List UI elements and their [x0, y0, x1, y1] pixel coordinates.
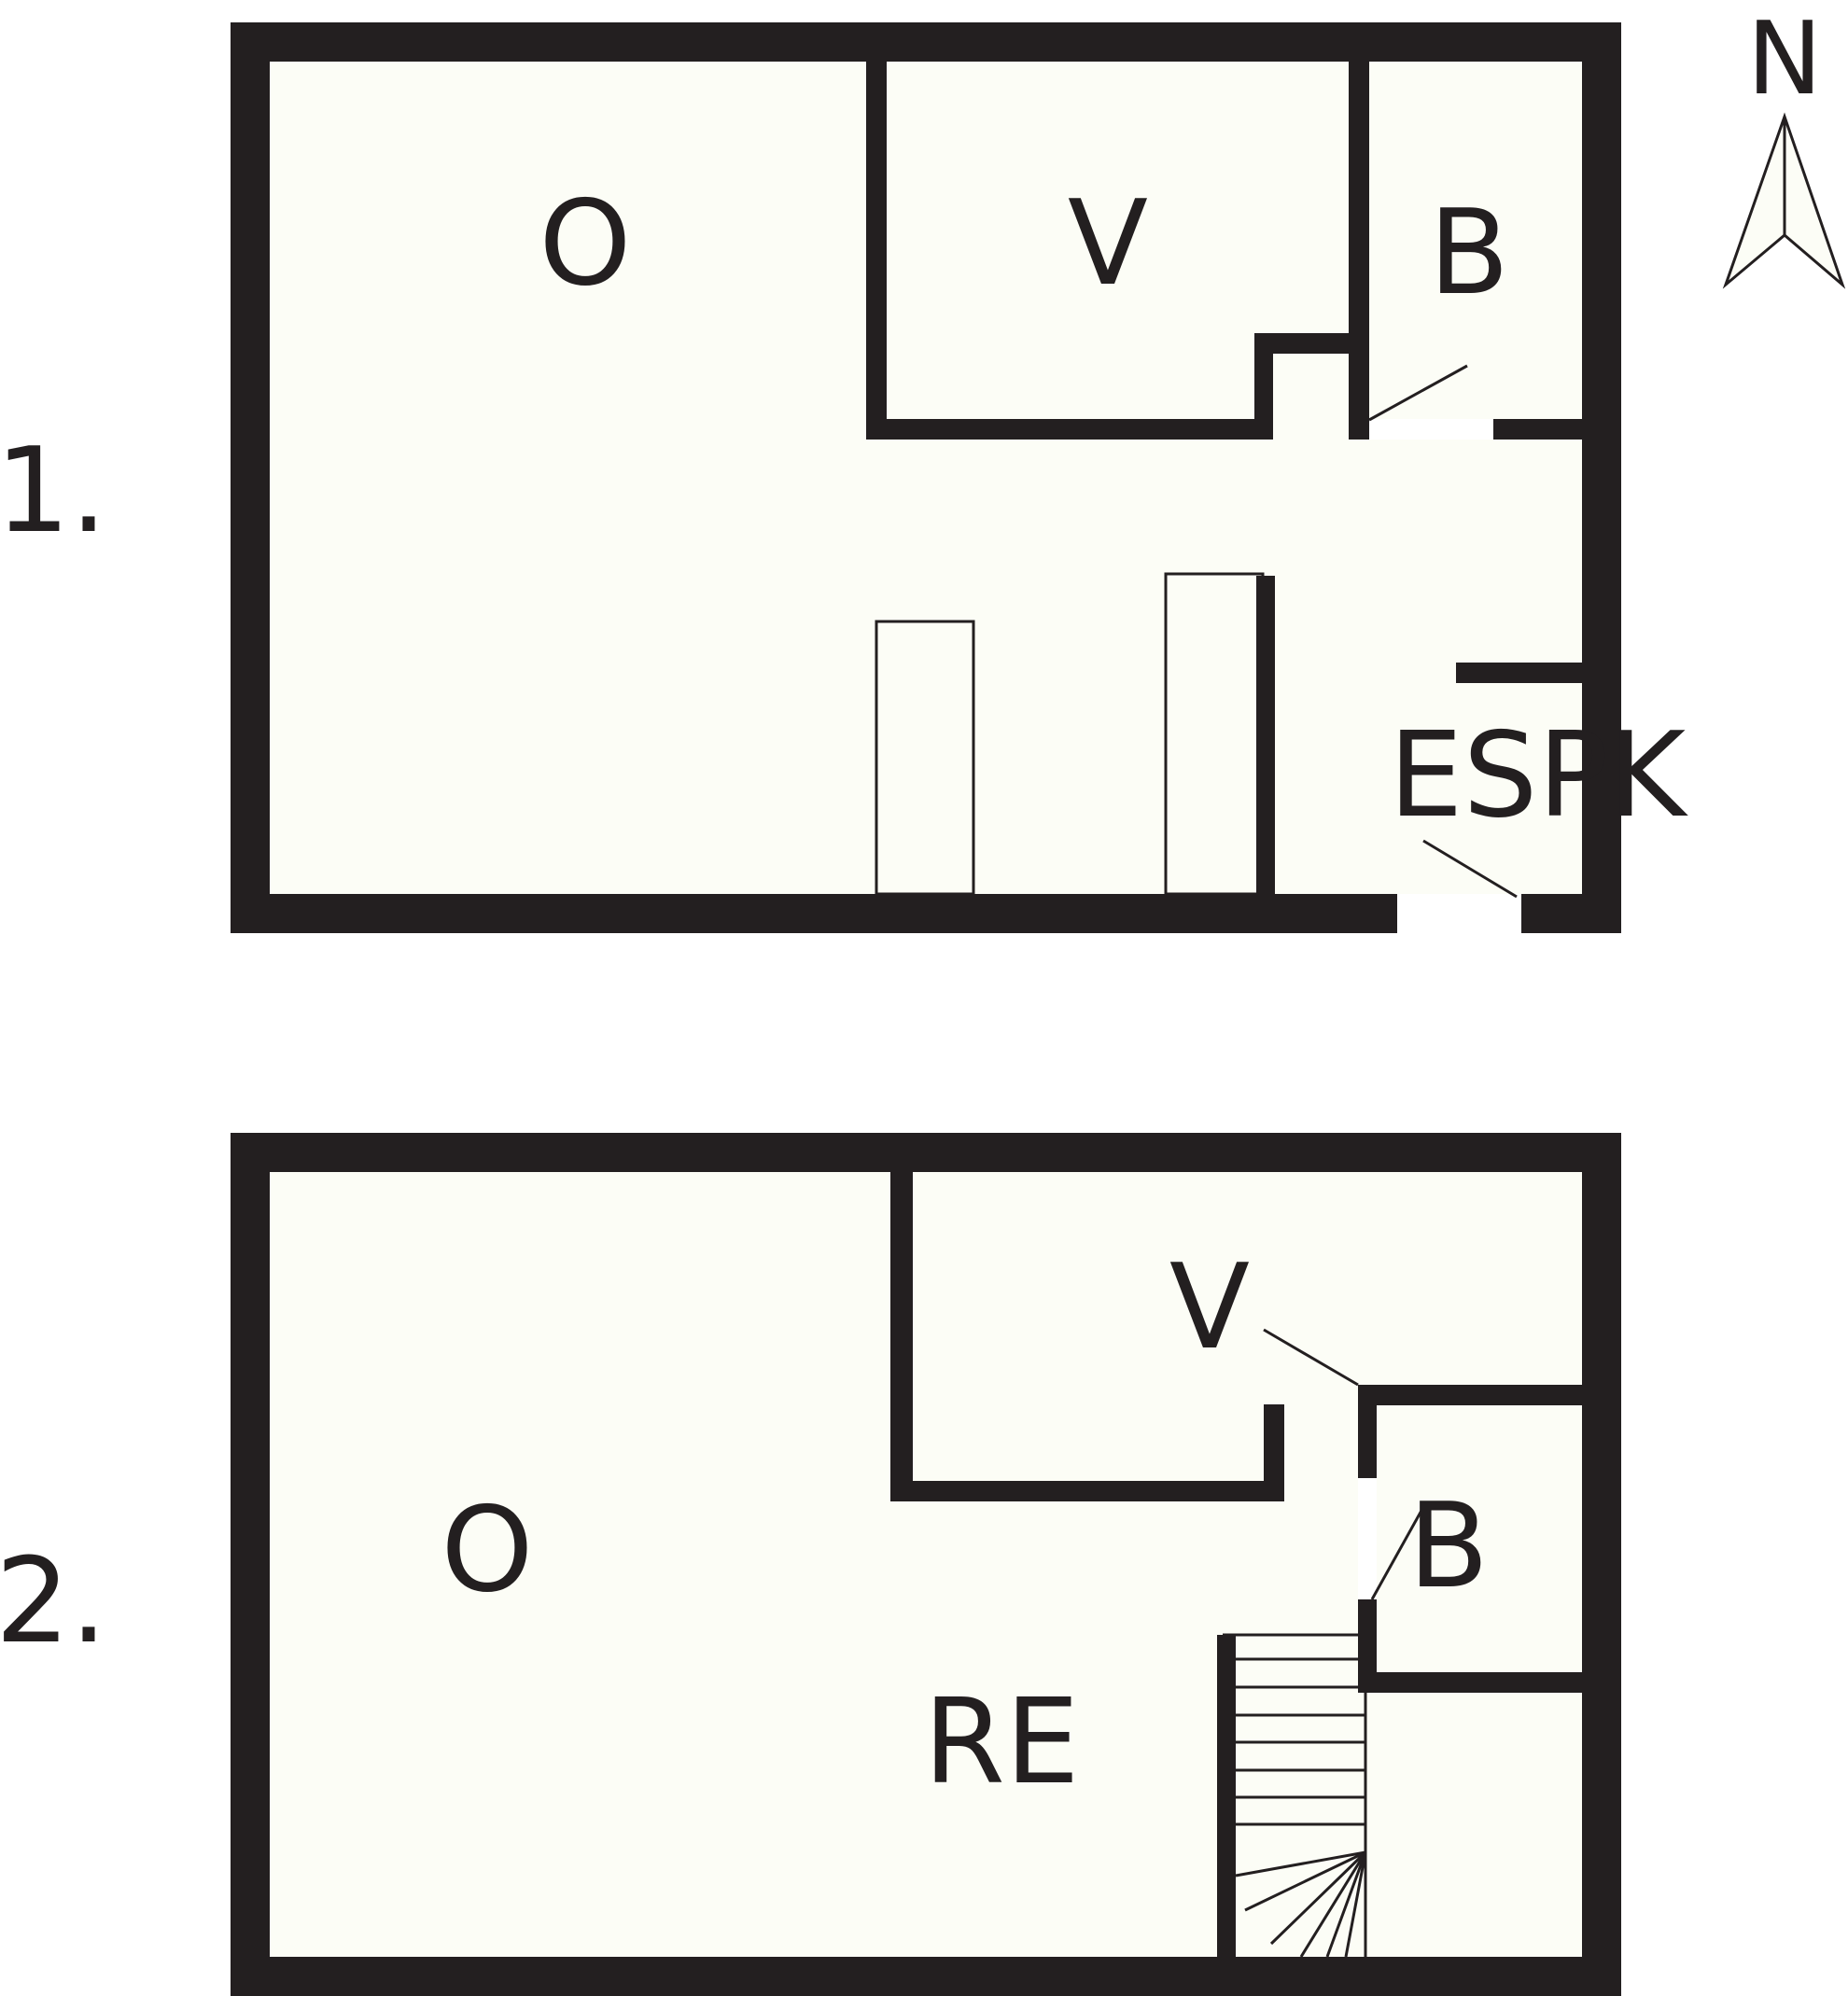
floor-1-interior — [249, 41, 1584, 917]
room-label: V — [1169, 1238, 1250, 1375]
floor-1-plan: O V B ESPK 1. — [0, 22, 1688, 933]
door-swing-storage — [1263, 1328, 1359, 1387]
north-label: N — [1747, 1, 1823, 118]
floor-1-walls — [231, 22, 1621, 933]
room-label: O — [441, 1481, 533, 1618]
door-swing-bath — [1370, 1508, 1424, 1600]
room-label: O — [539, 174, 631, 312]
room-label: ESPK — [1389, 706, 1689, 844]
staircase — [1223, 1633, 1367, 1958]
closet-1 — [875, 620, 975, 896]
floor-2-plan: O V B RE 2. — [0, 1133, 1621, 1996]
compass: N — [1722, 1, 1846, 289]
floor-label: 2. — [0, 1532, 107, 1669]
door-swing-entrance — [1422, 839, 1518, 899]
door-opening-bath — [1369, 419, 1493, 440]
room-label: B — [1429, 184, 1509, 321]
floor-2-walls — [231, 1133, 1621, 1996]
door-opening-bath — [1358, 1478, 1377, 1599]
closet-2 — [1164, 572, 1265, 896]
door-opening-entrance — [1397, 894, 1521, 933]
room-label: V — [1068, 174, 1148, 312]
door-swing-bath — [1368, 364, 1468, 422]
room-label: B — [1408, 1477, 1489, 1614]
floor-label: 1. — [0, 422, 107, 559]
room-label: RE — [923, 1673, 1079, 1810]
